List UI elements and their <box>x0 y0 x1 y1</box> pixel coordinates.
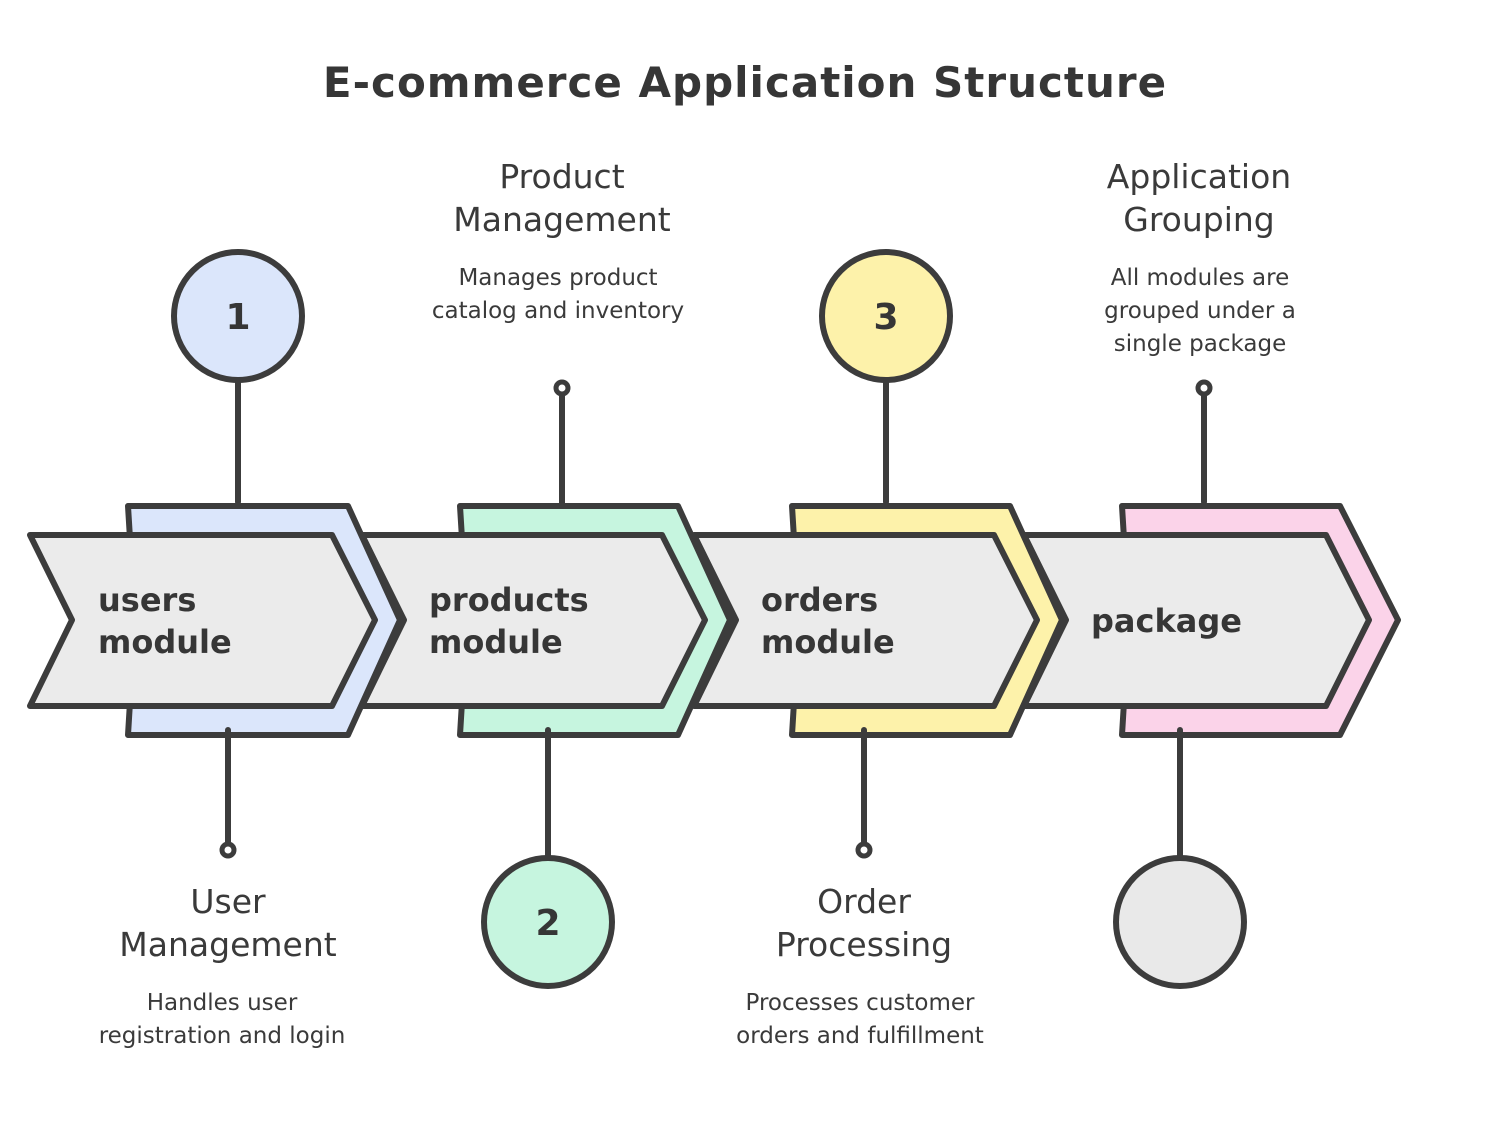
package-label-line1: package <box>1091 602 1242 640</box>
step-3-number: 3 <box>873 297 898 338</box>
orders-label-line1: orders <box>761 581 879 619</box>
users-module-label: users module <box>98 579 328 663</box>
application-grouping-title-line2: Grouping <box>1123 200 1275 239</box>
orders-connector-dot <box>855 841 873 859</box>
products-chevron <box>359 532 708 709</box>
order-processing-title-line1: Order <box>817 882 911 921</box>
users-chevron <box>27 532 378 709</box>
step-1-circle <box>171 249 305 383</box>
orders-module-label: orders module <box>761 579 991 663</box>
product-management-description: Manages product catalog and inventory <box>431 265 685 324</box>
orders-chevron <box>691 532 1040 709</box>
order-processing-description: Processes customer orders and fulfillmen… <box>736 990 984 1049</box>
order-processing-title-line2: Processing <box>775 925 953 964</box>
step-2-circle <box>481 855 615 989</box>
final-circle <box>1113 855 1247 989</box>
application-grouping-description: All modules are grouped under a single p… <box>1104 265 1296 357</box>
order-processing-title: Order Processing <box>714 880 1014 966</box>
step-1-number: 1 <box>225 297 250 338</box>
products-label-line2: module <box>429 623 563 661</box>
users-connector-dot <box>219 841 237 859</box>
diagram-title: E-commerce Application Structure <box>322 58 1168 107</box>
user-management-title-line1: User <box>190 882 266 921</box>
user-management-title-line2: Management <box>119 925 337 964</box>
product-management-title: Product Management <box>412 155 712 241</box>
products-connector-dot <box>553 379 571 397</box>
step-2-number: 2 <box>535 903 560 944</box>
application-grouping-title: Application Grouping <box>1049 155 1349 241</box>
application-grouping-title-line1: Application <box>1106 157 1292 196</box>
products-label-line1: products <box>429 581 589 619</box>
orders-label-line2: module <box>761 623 895 661</box>
users-label-line1: users <box>98 581 197 619</box>
user-management-title: User Management <box>78 880 378 966</box>
users-label-line2: module <box>98 623 232 661</box>
package-chevron <box>1021 532 1372 709</box>
step-3-circle <box>819 249 953 383</box>
product-management-title-line1: Product <box>499 157 625 196</box>
products-module-label: products module <box>429 579 659 663</box>
package-connector-dot <box>1195 379 1213 397</box>
product-management-title-line2: Management <box>453 200 671 239</box>
user-management-description: Handles user registration and login <box>98 990 346 1049</box>
package-label: package <box>1091 600 1321 642</box>
